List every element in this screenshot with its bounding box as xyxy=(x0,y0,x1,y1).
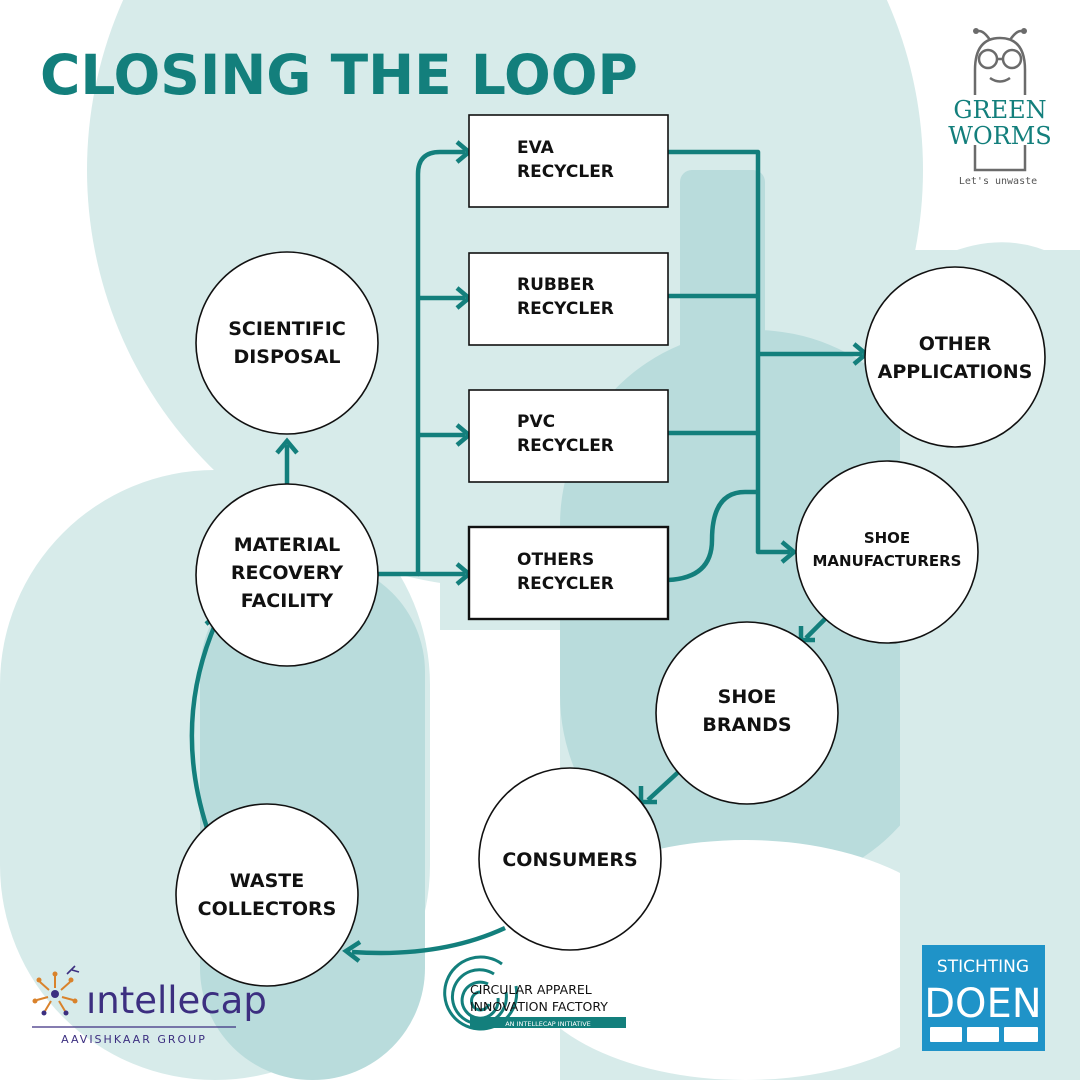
others-line2: RECYCLER xyxy=(517,574,614,594)
intellecap-sub: AAVISHKAAR GROUP xyxy=(61,1033,207,1046)
greenworms-tagline: Let's unwaste xyxy=(959,176,1037,187)
collectors-to-mrf xyxy=(189,617,221,829)
pvc-line2: RECYCLER xyxy=(517,436,614,456)
other-applications-line1: OTHER xyxy=(919,333,992,355)
node-other-applications: OTHER APPLICATIONS xyxy=(864,266,1046,448)
others-line1: OTHERS xyxy=(517,550,594,570)
circular-maze-icon xyxy=(443,955,519,1031)
rubber-line1: RUBBER xyxy=(517,275,595,295)
doen-logo: STICHTING DOEN xyxy=(922,945,1045,1051)
greenworms-line1: GREEN xyxy=(953,96,1046,124)
node-consumers: CONSUMERS xyxy=(478,767,662,951)
node-waste-collectors: WASTE COLLECTORS xyxy=(175,803,359,987)
mrf-line2: RECOVERY xyxy=(231,562,343,584)
caif-sub: AN INTELLECAP INITIATIVE xyxy=(505,1020,591,1028)
manufacturers-to-brands xyxy=(804,616,828,640)
caif-line2: INNOVATION FACTORY xyxy=(470,999,608,1014)
box-others-recycler: OTHERS RECYCLER xyxy=(467,525,670,621)
box-rubber-recycler: RUBBER RECYCLER xyxy=(468,252,669,346)
arrowhead-disposal xyxy=(275,437,299,455)
consumers-to-collectors xyxy=(351,925,506,956)
arrowhead-collectors xyxy=(342,940,362,963)
mrf-line1: MATERIAL xyxy=(234,534,341,556)
greenworms-text-backing xyxy=(950,95,1050,145)
intellecap-name: ıntellecap xyxy=(86,979,267,1022)
node-scientific-disposal: SCIENTIFIC DISPOSAL xyxy=(195,251,379,435)
waste-collectors-line2: COLLECTORS xyxy=(198,898,337,920)
scientific-disposal-line1: SCIENTIFIC xyxy=(228,318,346,340)
doen-line2: DOEN xyxy=(924,981,1041,1027)
caif-logo: CIRCULAR APPAREL INNOVATION FACTORY AN I… xyxy=(443,955,626,1031)
eva-line2: RECYCLER xyxy=(517,162,614,182)
eva-line1: EVA xyxy=(517,138,555,158)
bg-column-right xyxy=(680,170,765,630)
shoe-manufacturers-line1: SHOE xyxy=(864,529,910,547)
out-others xyxy=(667,489,758,583)
intellecap-logo: ıntellecap AAVISHKAAR GROUP xyxy=(32,965,267,1046)
rubber-line2: RECYCLER xyxy=(517,299,614,319)
doen-line1: STICHTING xyxy=(937,957,1029,977)
scientific-disposal-line2: DISPOSAL xyxy=(233,346,340,368)
node-shoe-manufacturers: SHOE MANUFACTURERS xyxy=(795,460,979,644)
dandelion-icon xyxy=(32,965,80,1016)
shoe-brands-line2: BRANDS xyxy=(702,714,791,736)
consumers-line1: CONSUMERS xyxy=(502,849,637,871)
shoe-brands-line1: SHOE xyxy=(718,686,777,708)
caif-sub-band xyxy=(470,1017,626,1028)
greenworms-line2: WORMS xyxy=(948,122,1051,150)
mrf-line3: FACILITY xyxy=(241,590,334,612)
shoe-manufacturers-line2: MANUFACTURERS xyxy=(813,552,962,570)
trunk-line xyxy=(378,149,465,577)
node-material-recovery-facility: MATERIAL RECOVERY FACILITY xyxy=(195,483,379,667)
node-shoe-brands: SHOE BRANDS xyxy=(655,621,839,805)
box-eva-recycler: EVA RECYCLER xyxy=(468,114,669,208)
arrowhead-manufacturers xyxy=(780,540,798,564)
other-applications-line2: APPLICATIONS xyxy=(878,361,1033,383)
box-pvc-recycler: PVC RECYCLER xyxy=(468,389,669,483)
waste-collectors-line1: WASTE xyxy=(230,870,304,892)
doen-partner-marks xyxy=(930,1027,1038,1042)
pvc-line1: PVC xyxy=(517,412,555,432)
greenworms-logo: GREEN WORMS Let's unwaste xyxy=(948,28,1052,187)
page-title: CLOSING THE LOOP xyxy=(40,43,638,107)
caif-line1: CIRCULAR APPAREL xyxy=(470,982,592,997)
